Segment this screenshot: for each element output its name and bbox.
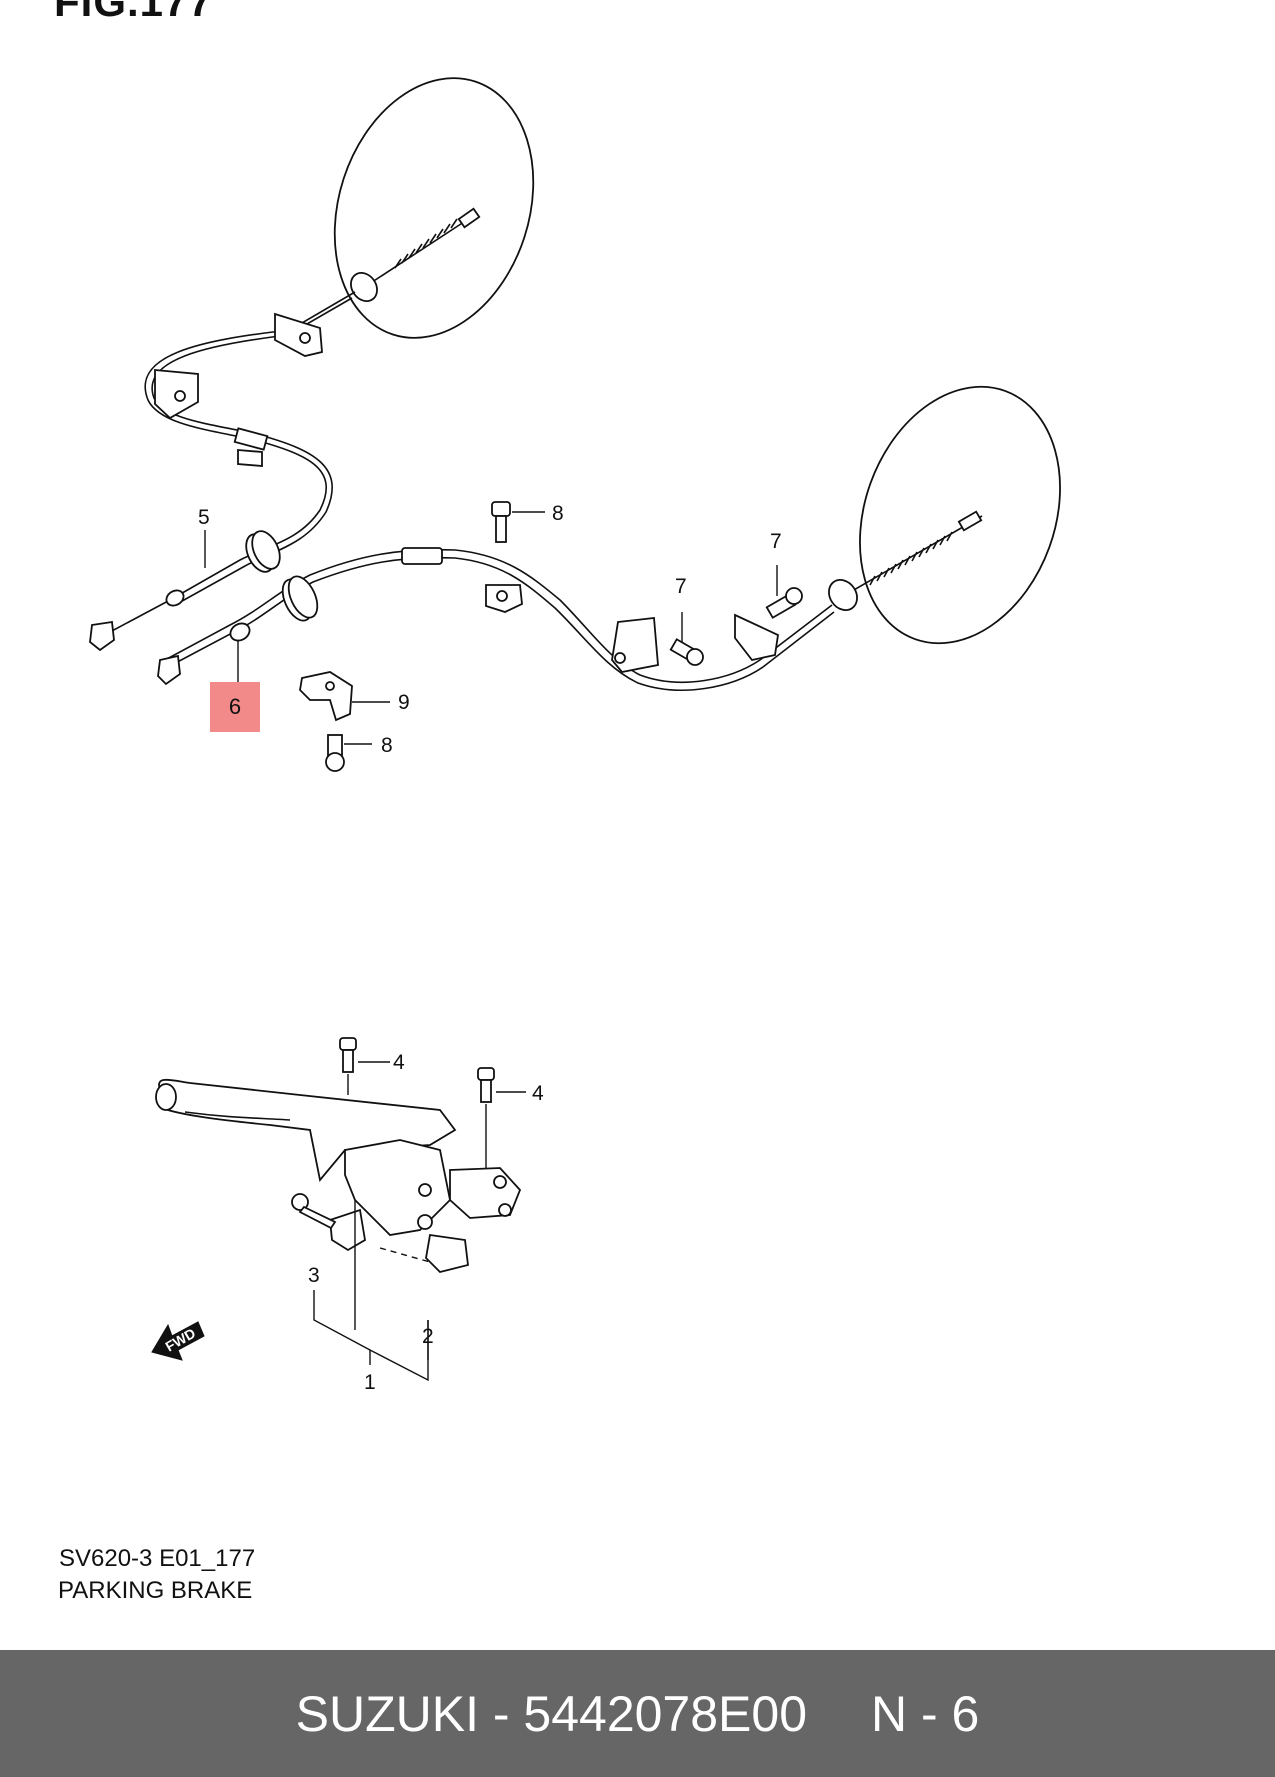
left-cable-bracket-upper — [274, 312, 323, 357]
callout-7-right: 7 — [770, 530, 782, 553]
callout-9: 9 — [398, 691, 410, 714]
lever-bracket — [344, 1139, 451, 1236]
highlighted-part-callout[interactable]: 6 — [210, 682, 260, 732]
callout-3: 3 — [308, 1264, 320, 1287]
right-cable — [164, 548, 833, 684]
right-cable-end-fitting — [157, 622, 251, 686]
right-cable-bracket-left — [611, 617, 659, 673]
right-brake-drum — [859, 385, 1061, 645]
left-cable-bracket-mid — [154, 369, 199, 420]
parking-brake-diagram: FWD 5 8 7 7 9 8 4 4 3 2 1 — [89, 77, 1061, 1394]
callout-2: 2 — [422, 1325, 434, 1348]
left-brake-drum — [333, 77, 535, 339]
bolt-8-lower — [325, 734, 372, 772]
right-cable-spring — [828, 510, 983, 611]
right-cable-bracket-right — [734, 613, 779, 662]
right-cable-sleeve — [401, 547, 443, 565]
callout-7-left: 7 — [675, 575, 687, 598]
footer-part-text: SUZUKI - 5442078E00 — [295, 1685, 808, 1742]
bolt-7-left — [669, 612, 704, 666]
diagram-code: SV620-3 E01_177 — [59, 1545, 256, 1572]
callout-4-left: 4 — [393, 1051, 405, 1074]
callout-8-lower: 8 — [381, 734, 393, 757]
callout-8-upper: 8 — [552, 502, 564, 525]
figure-label: FIG.177 — [54, 0, 213, 25]
leaders-lower — [313, 1200, 431, 1382]
right-cable-grommet — [281, 575, 319, 622]
parking-brake-lever — [155, 1078, 457, 1183]
callout-5: 5 — [198, 506, 210, 529]
screw-3 — [291, 1193, 337, 1230]
left-cable-end-fitting — [89, 589, 185, 652]
left-cable-grommet — [245, 530, 281, 573]
bolt-7-right — [765, 565, 803, 619]
cable-equalizer — [449, 1167, 522, 1219]
left-cable-spring — [350, 207, 481, 302]
footer-ref-text: N - 6 — [871, 1685, 980, 1742]
bolt-4-right — [477, 1067, 526, 1168]
callout-1: 1 — [364, 1371, 376, 1394]
right-cable-bracket-center — [485, 584, 523, 613]
highlighted-part-number: 6 — [228, 694, 242, 719]
bolt-4-left — [339, 1037, 390, 1095]
fwd-arrow-icon: FWD — [151, 1321, 205, 1361]
diagram-title: PARKING BRAKE — [58, 1577, 253, 1604]
bolt-8-upper — [491, 501, 545, 543]
cable-clamp-9 — [299, 671, 390, 722]
callout-4-right: 4 — [532, 1082, 544, 1105]
left-cable-clip — [233, 427, 269, 467]
footer-bar: SUZUKI - 5442078E00 N - 6 — [0, 1650, 1275, 1777]
